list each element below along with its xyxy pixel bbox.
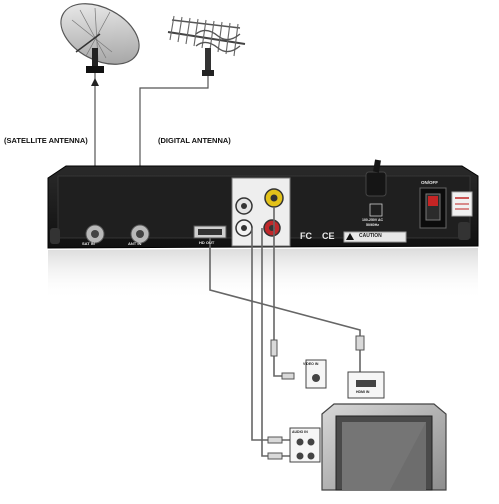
arrow-up-icon <box>91 78 99 86</box>
tv-video-in-box <box>305 359 327 389</box>
tv-hdmi-in-box <box>347 371 385 399</box>
sat-in-label: SAT IN <box>82 241 95 246</box>
tv-audio-in-label: AUDIO IN <box>292 430 308 434</box>
rca-plugs <box>267 335 365 460</box>
av-output-block <box>231 177 291 247</box>
on-off-label: ON/OFF <box>421 180 438 185</box>
sat-in-connector <box>85 224 105 244</box>
digital-antenna-label: (DIGITAL ANTENNA) <box>158 136 231 145</box>
tv-audio-in-box <box>289 427 321 463</box>
satellite-dish-icon <box>60 3 140 73</box>
power-switch <box>419 187 447 229</box>
tv-video-in-label: VIDEO IN <box>303 362 319 366</box>
warning-sticker <box>451 191 473 217</box>
fc-mark: FC <box>300 231 312 241</box>
satellite-antenna-label: (SATELLITE ANTENNA) <box>4 136 88 145</box>
caution-label: CAUTION <box>359 233 382 239</box>
hdmi-out-port <box>193 225 227 239</box>
ant-in-connector <box>130 224 150 244</box>
television-icon <box>321 403 447 491</box>
rating-plate <box>343 203 407 243</box>
tv-hdmi-in-label: HDMI IN <box>356 390 370 394</box>
power-cord <box>365 159 387 197</box>
digital-antenna-icon <box>167 15 246 76</box>
ant-in-label: ANT IN <box>128 241 142 246</box>
warning-icon <box>346 233 354 240</box>
hdmi-out-label: HD OUT <box>199 240 215 245</box>
ce-mark: CE <box>322 231 335 241</box>
rating-label: 100-250V AC <box>362 218 384 222</box>
rating-freq-label: 50/60Hz <box>366 223 380 227</box>
